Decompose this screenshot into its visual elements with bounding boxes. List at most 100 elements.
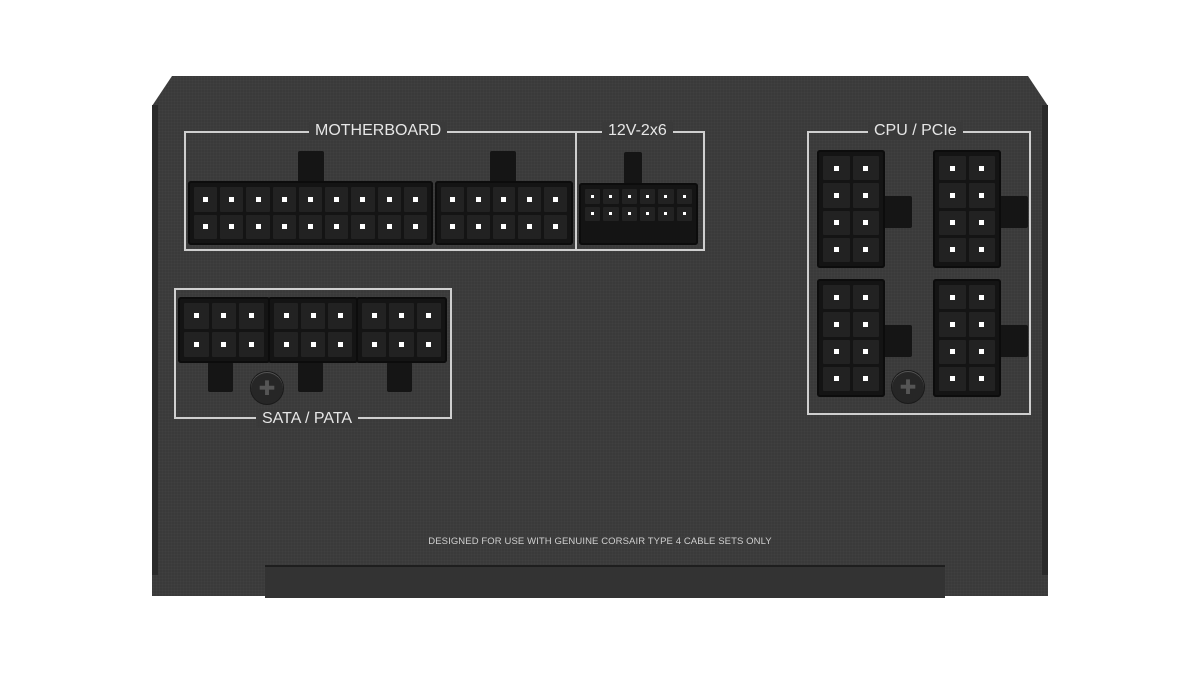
connector-pin: [325, 214, 349, 239]
sata-connector-2[interactable]: [268, 297, 358, 363]
connector-pin: [325, 187, 349, 212]
connector-pin: [544, 187, 567, 212]
connector-pin: [389, 331, 414, 357]
connector-pin: [274, 303, 298, 329]
connector-pin: [194, 214, 218, 239]
connector-pin: [328, 303, 352, 329]
connector-pin: [968, 210, 995, 235]
connector-pin: [194, 187, 218, 212]
connector-pin: [968, 312, 995, 337]
connector-latch: [208, 362, 233, 392]
cpu-pcie-connector-4[interactable]: [933, 279, 1001, 397]
connector-pin: [603, 189, 619, 204]
connector-pin: [377, 214, 401, 239]
connector-pin: [272, 187, 296, 212]
connector-pin: [211, 331, 237, 357]
connector-pin: [676, 189, 692, 204]
connector-pin: [939, 366, 966, 391]
sata-pata-label: SATA / PATA: [256, 410, 359, 428]
connector-pin: [823, 156, 850, 181]
connector-pin: [823, 312, 850, 337]
panel-bottom-strip: [265, 565, 945, 598]
connector-pin: [239, 303, 264, 329]
connector-pin: [968, 339, 995, 364]
connector-pin: [246, 214, 270, 239]
connector-latch: [624, 152, 642, 184]
connector-pin: [823, 183, 850, 208]
connector-pin: [639, 206, 656, 222]
connector-pin: [968, 237, 995, 262]
connector-pin: [389, 303, 414, 329]
connector-pin: [621, 206, 637, 222]
panel-left-edge: [152, 105, 158, 575]
connector-pin: [518, 214, 542, 239]
connector-pin: [658, 206, 674, 222]
connector-pin: [301, 331, 325, 357]
cable-notice: DESIGNED FOR USE WITH GENUINE CORSAIR TY…: [428, 536, 772, 547]
connector-pin: [939, 285, 966, 310]
connector-pin: [658, 189, 674, 204]
motherboard-connector-18pin[interactable]: [188, 181, 433, 245]
connector-latch: [998, 325, 1028, 357]
connector-pin: [585, 189, 601, 204]
connector-latch: [882, 196, 912, 228]
connector-pin: [823, 210, 850, 235]
connector-pin: [272, 214, 296, 239]
connector-pin: [968, 156, 995, 181]
connector-pin: [301, 303, 325, 329]
connector-pin: [441, 214, 464, 239]
connector-pin: [676, 206, 692, 222]
connector-pin: [939, 339, 966, 364]
connector-pin: [939, 183, 966, 208]
connector-pin: [852, 285, 879, 310]
sata-connector-1[interactable]: [178, 297, 270, 363]
connector-pin: [441, 187, 464, 212]
connector-latch: [298, 362, 323, 392]
connector-pin: [246, 187, 270, 212]
connector-pin: [274, 331, 298, 357]
connector-pin: [492, 214, 516, 239]
cpu-pcie-connector-1[interactable]: [817, 150, 885, 268]
connector-latch: [490, 151, 516, 183]
motherboard-label: MOTHERBOARD: [309, 122, 448, 140]
connector-pin: [403, 214, 427, 239]
connector-pin: [823, 237, 850, 262]
connector-pin: [466, 214, 490, 239]
connector-pin: [362, 303, 387, 329]
connector-pin: [968, 183, 995, 208]
connector-latch: [998, 196, 1028, 228]
motherboard-connector-10pin[interactable]: [435, 181, 573, 245]
screw-icon: ✚: [892, 371, 924, 403]
connector-pin: [823, 285, 850, 310]
connector-pin: [328, 331, 352, 357]
connector-pin: [184, 331, 209, 357]
connector-pin: [823, 339, 850, 364]
gpu-power-label: 12V-2x6: [602, 122, 673, 140]
gpu-12v-2x6-connector[interactable]: [579, 183, 698, 245]
screw-icon: ✚: [251, 372, 283, 404]
connector-pin: [362, 331, 387, 357]
sata-connector-3[interactable]: [356, 297, 447, 363]
cpu-pcie-connector-2[interactable]: [933, 150, 1001, 268]
connector-latch: [298, 151, 324, 183]
connector-pin: [639, 189, 656, 204]
connector-pin: [518, 187, 542, 212]
connector-pin: [466, 187, 490, 212]
connector-pin: [351, 187, 375, 212]
connector-pin: [220, 187, 244, 212]
connector-pin: [239, 331, 264, 357]
connector-pin: [939, 312, 966, 337]
cpu-pcie-connector-3[interactable]: [817, 279, 885, 397]
connector-pin: [585, 206, 601, 222]
connector-pin: [852, 312, 879, 337]
cpu-pcie-label: CPU / PCIe: [868, 122, 963, 140]
connector-pin: [852, 156, 879, 181]
connector-latch: [882, 325, 912, 357]
connector-pin: [351, 214, 375, 239]
connector-pin: [852, 339, 879, 364]
connector-pin: [298, 187, 323, 212]
connector-pin: [416, 331, 441, 357]
connector-pin: [968, 366, 995, 391]
connector-pin: [852, 183, 879, 208]
connector-pin: [220, 214, 244, 239]
